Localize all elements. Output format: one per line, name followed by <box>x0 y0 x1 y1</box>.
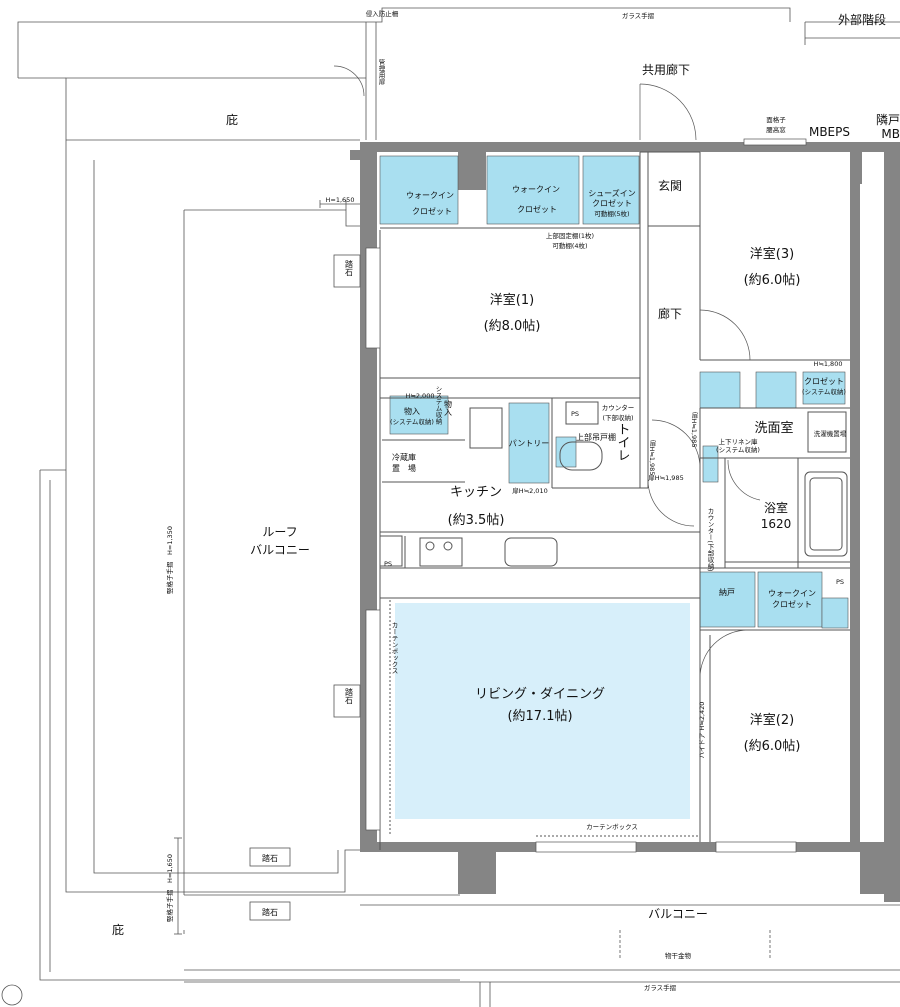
fridge-label-2: 置 場 <box>392 463 416 473</box>
walkin3-label-2: クロゼット <box>772 599 812 609</box>
walkin1-label-1: ウォークイン <box>406 191 454 200</box>
clothes-hanger-label: 物干金物 <box>665 951 692 960</box>
dimension-ticks <box>174 200 360 935</box>
stepping-stone-label-2: 踏石 <box>345 687 354 705</box>
bathroom-size: 1620 <box>761 517 792 531</box>
stepping-stones <box>249 254 361 921</box>
closet-label-2: (システム収納) <box>802 387 846 396</box>
kitchen-size: (約3.5帖) <box>448 513 505 528</box>
stepping-stone-label-4: 踏石 <box>262 907 278 917</box>
roof-balcony-label-1: ルーフ <box>262 525 297 539</box>
h1800-label: H≒1,800 <box>814 360 843 368</box>
external-stairs-label: 外部階段 <box>838 12 886 27</box>
intrusion-fence-label: 侵入防止柵 <box>366 9 399 18</box>
exterior-lines <box>1 7 900 1007</box>
glass-railing-bottom-label: ガラス手摺 <box>644 983 677 992</box>
door-h1985-label-b: 扉H≒1,985 <box>648 439 656 476</box>
living-name: リビング・ダイニング <box>475 687 605 702</box>
windows <box>365 138 807 853</box>
door-h1985-label-c: 扉H≒1,985 <box>648 473 683 482</box>
bathroom-name: 浴室 <box>764 500 788 515</box>
curtain-box-horizontal-label: カーテンボックス <box>586 823 638 831</box>
walkin2-label-2: クロゼット <box>517 204 557 214</box>
shelf-note-1: 上部固定棚(1枚) <box>546 231 594 240</box>
western3-size: (約6.0帖) <box>744 273 801 288</box>
door-swings <box>333 65 761 679</box>
storage-areas <box>379 155 849 629</box>
hallway-label: 廊下 <box>658 306 682 321</box>
western2-size: (約6.0帖) <box>744 739 801 754</box>
balcony-label: バルコニー <box>648 907 708 921</box>
ps-label-3: PS <box>836 578 844 586</box>
louver-window-label-1: 面格子 <box>766 115 786 124</box>
door-h1985-label-a: 扉H≒1,985 <box>690 411 698 448</box>
common-corridor-label: 共用廊下 <box>642 62 690 77</box>
counter-label-2: (下部収納) <box>602 413 633 422</box>
door-h2010-label: 扉H≒2,010 <box>512 486 547 495</box>
toilet-label: トイレ <box>615 423 630 462</box>
ps-label-1: PS <box>571 410 579 418</box>
western1-name: 洋室(1) <box>490 292 534 308</box>
stepping-stone-label-3: 踏石 <box>262 853 278 863</box>
closet-label-1: クロゼット <box>804 376 844 386</box>
h1650-top-label: H=1,650 <box>326 196 355 204</box>
counter-vertical-label: カウンター(下部収納) <box>706 508 714 572</box>
pantry-label: パントリー <box>509 439 549 448</box>
management-door-label: 管理用扉 <box>377 58 385 87</box>
louver-window-label-2: 腰高窓 <box>766 125 786 134</box>
mbeps-label: MBEPS <box>809 125 850 139</box>
walkin1-label-2: クロゼット <box>412 206 452 216</box>
living-area <box>395 603 690 819</box>
roof-balcony-label-2: バルコニー <box>250 543 310 557</box>
shoes-label-1: シューズイン <box>588 188 636 198</box>
upper-cabinet-label: 上部吊戸棚 <box>576 432 616 442</box>
western3-name: 洋室(3) <box>750 246 794 262</box>
washroom-label: 洗面室 <box>754 420 793 436</box>
ps-label-2: PS <box>384 560 392 568</box>
kitchen-name: キッチン <box>450 485 502 500</box>
curtain-box-vertical-label: カーテンボックス <box>390 622 398 675</box>
linen-label-2: (システム収納) <box>716 445 760 454</box>
storage1-label-1: 物入 <box>404 406 420 416</box>
fridge-label-1: 冷蔵庫 <box>392 452 416 462</box>
western2-name: 洋室(2) <box>750 712 794 728</box>
walkin2-label-1: ウォークイン <box>512 185 560 194</box>
stepping-stone-label-1: 踏石 <box>345 259 354 277</box>
shoes-label-2: クロゼット <box>592 198 632 208</box>
counter-label-1: カウンター <box>602 403 635 412</box>
labels: 侵入防止柵 ガラス手摺 外部階段 共用廊下 管理用扉 庇 庇 面格子 腰高窓 M… <box>112 9 900 992</box>
storage1-label-2: (システム収納) <box>390 417 434 426</box>
eaves-top-label: 庇 <box>226 112 238 127</box>
vertical-railing-1650-label: 竪格子手摺 H=1,650 <box>165 854 174 922</box>
high-door-label: ハイドア H≒2,420 <box>698 702 706 759</box>
glass-railing-top-label: ガラス手摺 <box>622 11 655 20</box>
adjacent-unit-label: 隣戸 <box>876 112 900 127</box>
shoes-label-3: 可動棚(5枚) <box>594 209 629 218</box>
living-size: (約17.1帖) <box>507 709 572 724</box>
mb-label: MB <box>881 127 900 141</box>
storeroom-label: 納戸 <box>719 587 735 597</box>
vertical-railing-1350-label: 竪格子手摺 H=1,350 <box>165 526 174 594</box>
western1-size: (約8.0帖) <box>484 319 541 334</box>
system-storage-label: システム収納 <box>434 386 442 426</box>
washing-machine-label: 洗濯機置場 <box>814 429 847 438</box>
h2000-label: H≒2,000 <box>406 392 435 400</box>
entrance-label: 玄関 <box>658 178 682 193</box>
shelf-note-2: 可動棚(4枚) <box>552 241 587 250</box>
storage2-label: 物入 <box>444 399 453 416</box>
walkin3-label-1: ウォークイン <box>768 589 816 598</box>
linen-label-1: 上下リネン庫 <box>719 437 759 446</box>
eaves-bottom-label: 庇 <box>112 922 124 937</box>
